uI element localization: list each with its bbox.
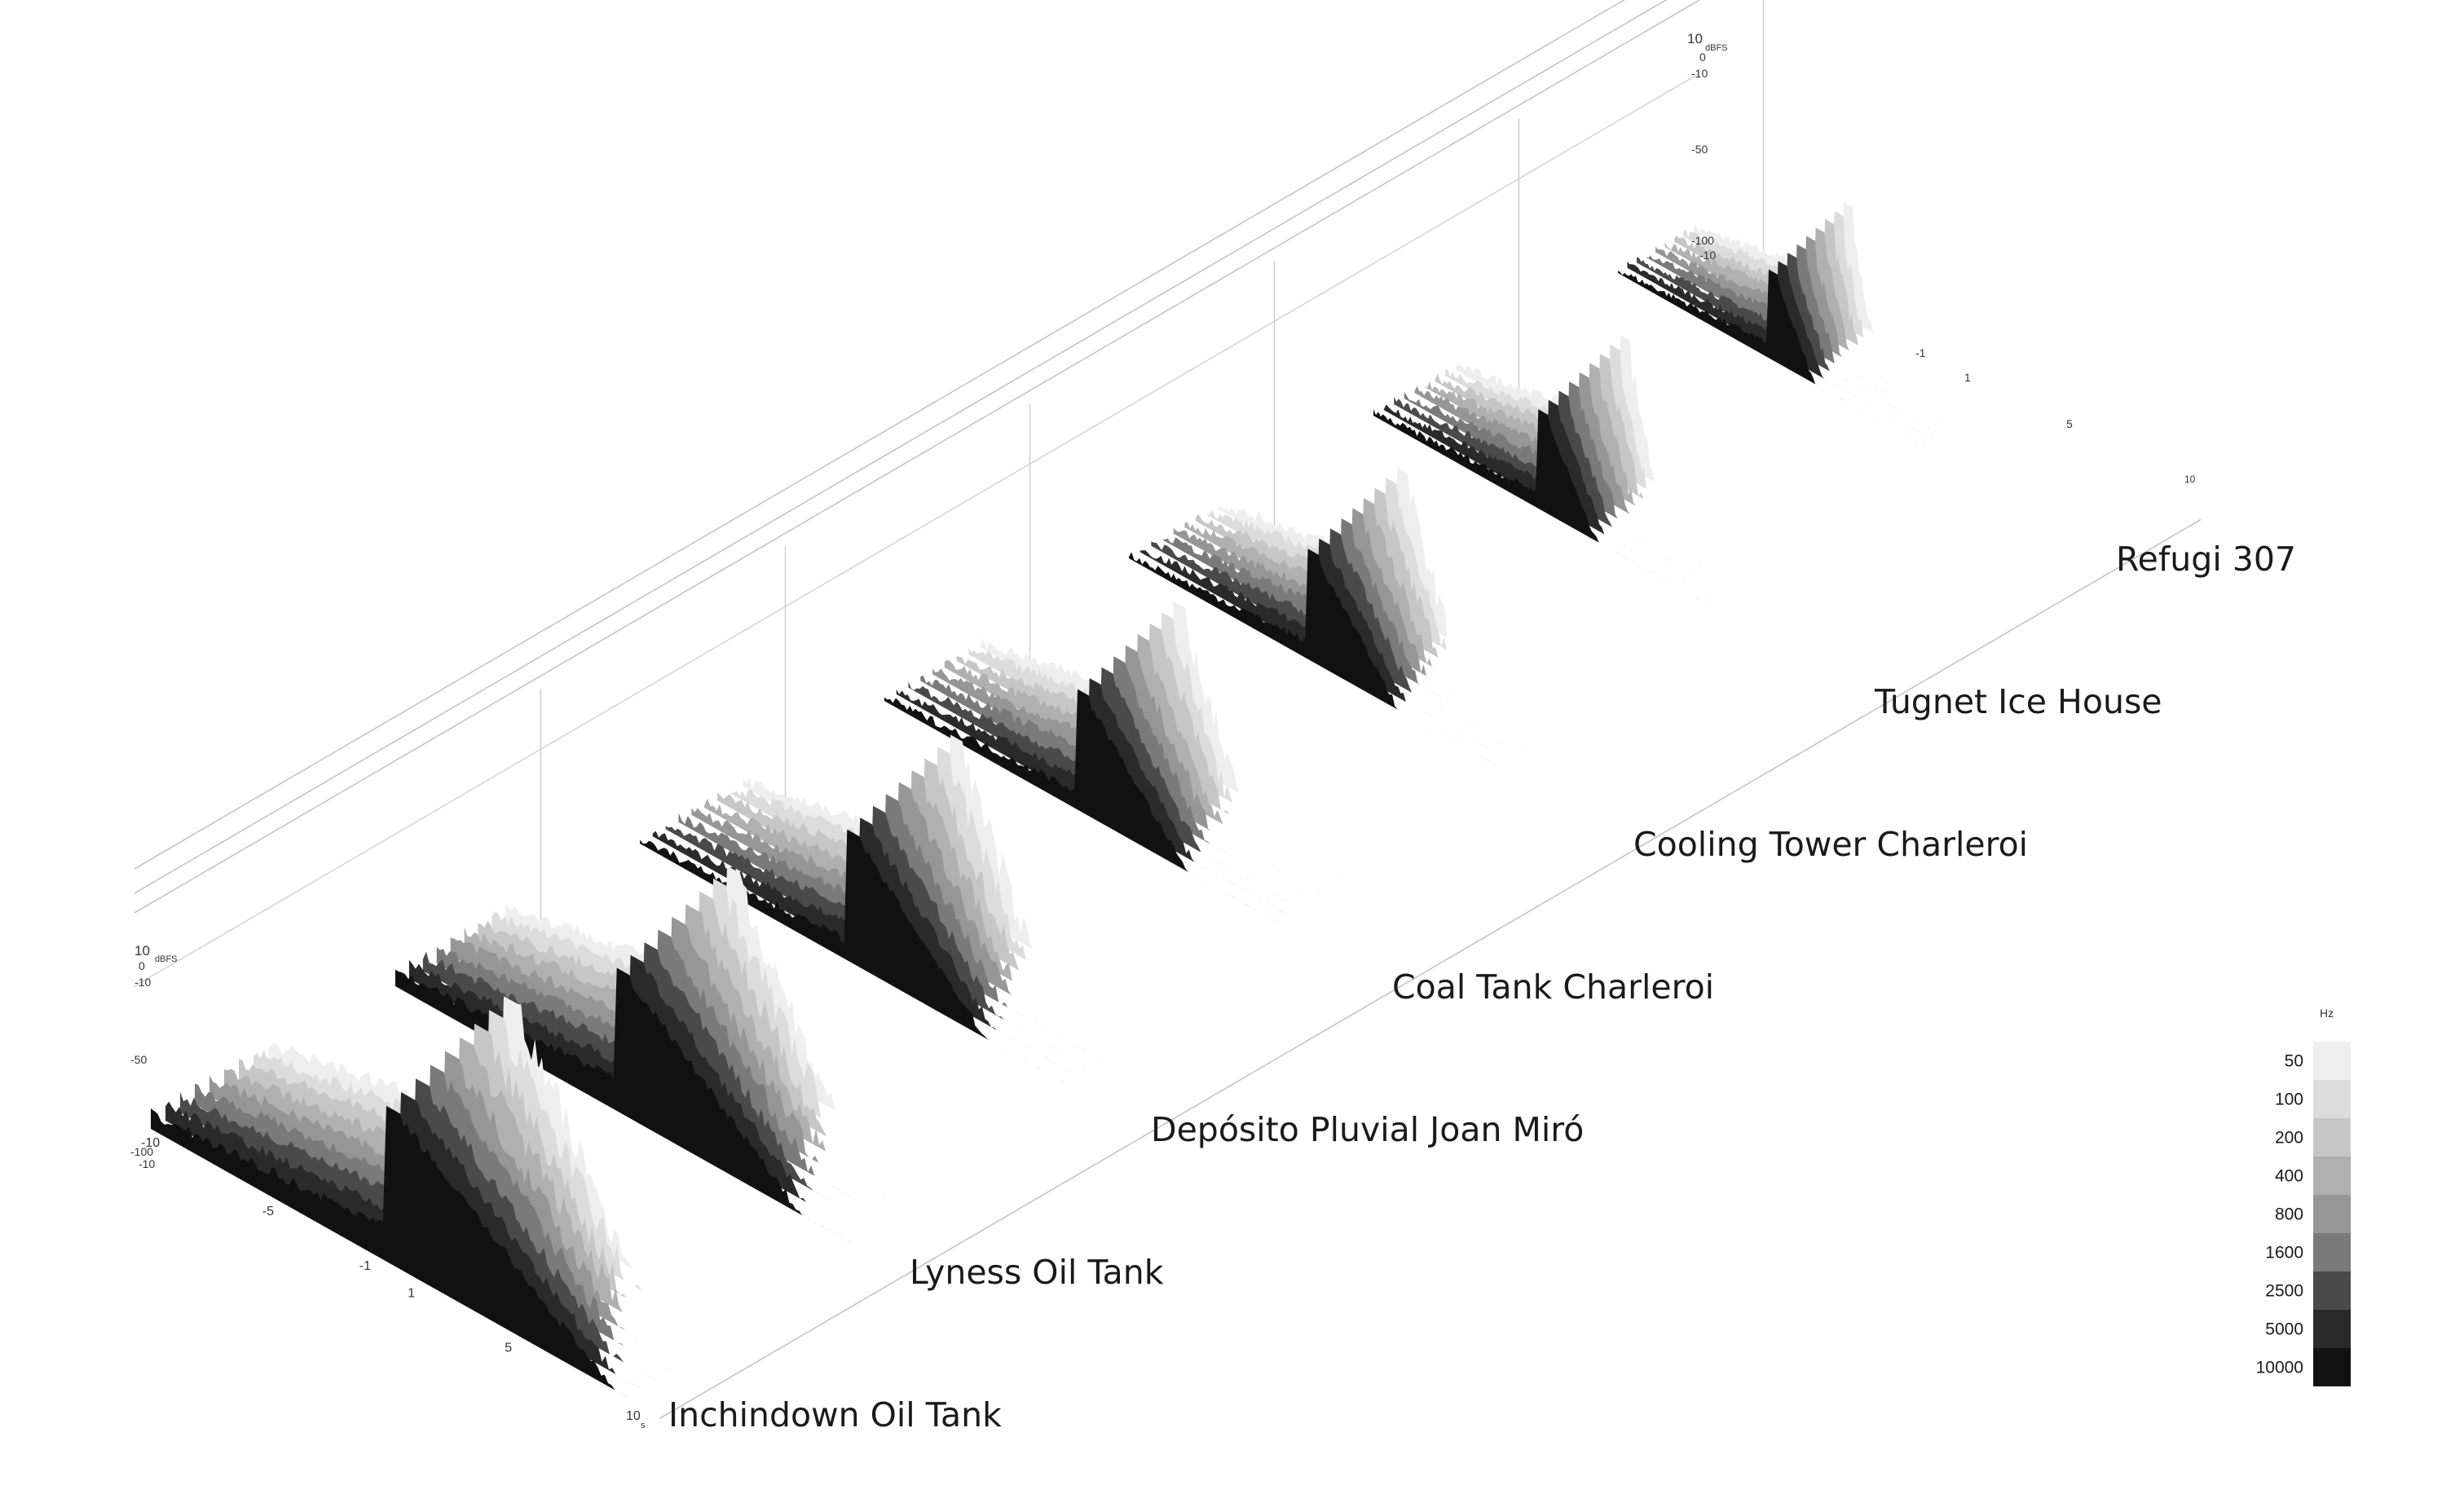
legend-swatch xyxy=(2313,1157,2351,1195)
legend-label: 800 xyxy=(2275,1205,2303,1224)
back-tick-label: -100 xyxy=(1691,234,1714,247)
back-tick-label: -50 xyxy=(1691,143,1708,156)
y-tick-label: -10 xyxy=(139,1157,155,1170)
band-area xyxy=(1129,549,1498,766)
legend-swatch xyxy=(2313,1310,2351,1348)
band-area xyxy=(1373,408,1713,607)
legend-label: 1600 xyxy=(2265,1244,2303,1262)
depth-rail xyxy=(134,0,1700,914)
legend-swatch xyxy=(2313,1080,2351,1118)
back-tick-label: -10 xyxy=(1691,67,1708,80)
small-tick-label: 1 xyxy=(1964,371,1971,384)
back-tick-label: 10 xyxy=(1687,31,1703,46)
band-area xyxy=(1618,269,1928,448)
band-area xyxy=(884,689,1282,925)
legend-title: Hz xyxy=(2320,1007,2334,1020)
back-unit: dBFS xyxy=(1705,43,1728,53)
x-unit: s xyxy=(641,1421,646,1430)
floor-rail xyxy=(659,518,2202,1419)
legend-swatch xyxy=(2313,1118,2351,1157)
y-tick-label: 10 xyxy=(134,943,150,958)
legend-swatch xyxy=(2313,1271,2351,1310)
legend-swatch xyxy=(2313,1348,2351,1386)
venue-label: Inchindown Oil Tank xyxy=(668,1395,1002,1434)
y-tick-label: -100 xyxy=(130,1145,153,1158)
venue-label: Cooling Tower Charleroi xyxy=(1633,825,2028,864)
small-tick-label: 5 xyxy=(2066,417,2073,430)
venue-label: Depósito Pluvial Joan Miró xyxy=(1151,1110,1584,1149)
legend-swatch xyxy=(2313,1042,2351,1080)
x-tick-label: -5 xyxy=(262,1205,274,1218)
venue-label: Refugi 307 xyxy=(2116,540,2296,579)
decay-panels xyxy=(151,202,2003,1402)
venue-panel xyxy=(151,996,753,1402)
back-tick-label: 0 xyxy=(1699,51,1706,64)
y-unit: dBFS xyxy=(155,954,178,964)
legend-label: 10000 xyxy=(2256,1359,2303,1377)
legend-swatch xyxy=(2313,1195,2351,1233)
x-tick-label: -1 xyxy=(359,1259,371,1273)
legend-label: 5000 xyxy=(2265,1320,2303,1339)
depth-rail xyxy=(134,0,1626,870)
band-area xyxy=(151,1105,636,1402)
x-tick-label: 5 xyxy=(505,1341,512,1355)
legend-label: 200 xyxy=(2275,1129,2303,1148)
venue-label: Lyness Oil Tank xyxy=(910,1253,1164,1292)
legend-swatch xyxy=(2313,1233,2351,1271)
small-tick-label: -1 xyxy=(1915,346,1926,359)
y-tick-label: -50 xyxy=(130,1053,147,1066)
x-tick-label: -10 xyxy=(141,1136,160,1150)
venue-label: Coal Tank Charleroi xyxy=(1392,967,1714,1007)
legend-label: 100 xyxy=(2275,1091,2303,1109)
venue-panel xyxy=(884,601,1378,925)
x-tick-label: 1 xyxy=(408,1286,415,1300)
x-tick-label: 10 xyxy=(626,1409,641,1423)
venue-label: Tugnet Ice House xyxy=(1874,682,2162,721)
venue-panel xyxy=(1618,202,2003,448)
venue-panel xyxy=(1373,335,1796,607)
venue-panel xyxy=(1129,467,1587,766)
legend-label: 2500 xyxy=(2265,1282,2303,1301)
legend-label: 50 xyxy=(2285,1052,2303,1071)
x-tick-label: 10 xyxy=(2184,474,2196,485)
axis-ticks: -10-5-11510s100-10-50-100-10dBFS100-10-5… xyxy=(130,31,2196,1430)
y-tick-label: -10 xyxy=(134,976,151,989)
legend-label: 400 xyxy=(2275,1167,2303,1186)
frequency-legend: Hz 50 100 200 400 800 1600 2500 5000 10000 xyxy=(2256,1007,2351,1386)
y-tick-label: 0 xyxy=(139,959,145,972)
depth-rail xyxy=(134,73,1700,987)
depth-rail xyxy=(134,0,1668,894)
back-tick-label: -10 xyxy=(1699,249,1716,262)
